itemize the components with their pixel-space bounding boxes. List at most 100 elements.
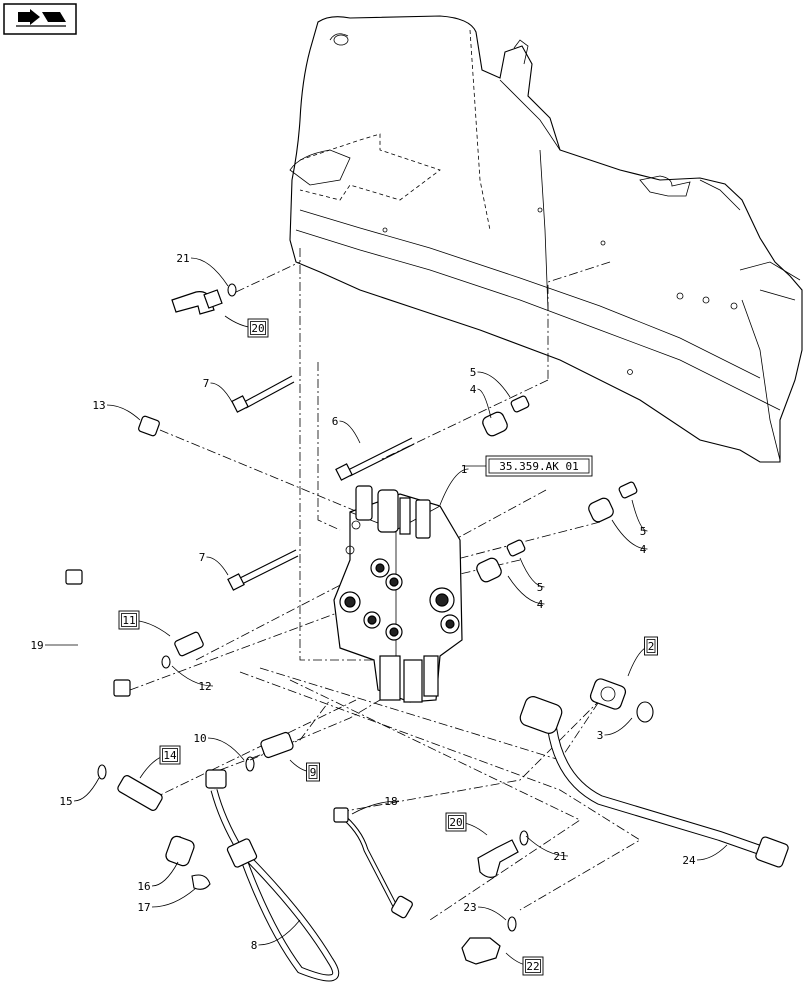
callout-box: [445, 812, 467, 832]
o-ring-23[interactable]: [507, 916, 517, 932]
callout-leader-line: [477, 371, 511, 398]
callout-c5a[interactable]: 5: [470, 366, 511, 398]
callout-c15[interactable]: 15: [59, 777, 100, 808]
callout-number: 1: [461, 463, 468, 476]
callout-number: 13: [92, 399, 105, 412]
control-valve-assembly[interactable]: [333, 485, 463, 703]
callout-box: [247, 318, 269, 338]
callout-c5c[interactable]: 5: [519, 557, 545, 594]
callout-c13[interactable]: 13: [92, 399, 141, 421]
tube-19[interactable]: [65, 569, 131, 697]
tube-18[interactable]: [333, 807, 413, 919]
callout-number: 3: [597, 729, 604, 742]
elbow-fitting-20-upper[interactable]: [171, 289, 223, 315]
callout-c24[interactable]: 24: [682, 844, 728, 867]
callout-box-inner: [121, 613, 137, 627]
callout-c7a[interactable]: 7: [203, 377, 233, 403]
callout-box: [522, 956, 544, 976]
callout-leader-line: [190, 257, 229, 287]
callout-box-inner: [525, 959, 541, 973]
callout-leader-line: [631, 499, 648, 532]
callout-c17[interactable]: 17: [137, 887, 197, 914]
plug-13[interactable]: [138, 415, 160, 437]
callout-number: 5: [537, 581, 544, 594]
callout-leader-line: [207, 737, 245, 761]
o-ring-21-lower[interactable]: [519, 830, 529, 846]
clip-17[interactable]: [191, 874, 211, 890]
callout-number: 2: [648, 640, 655, 653]
callout-leader-line: [477, 388, 492, 419]
fitting-2[interactable]: [589, 677, 627, 710]
callout-number: 22: [526, 960, 539, 973]
callout-c3[interactable]: 3: [597, 717, 633, 742]
callout-leader-line: [439, 468, 469, 506]
callout-c21b[interactable]: 21: [525, 835, 569, 863]
nut-5-right[interactable]: [618, 481, 638, 499]
callout-c18[interactable]: 18: [351, 795, 400, 815]
o-ring-12[interactable]: [161, 655, 171, 669]
callout-c4a[interactable]: 4: [470, 383, 492, 419]
nut-5-lower[interactable]: [506, 539, 526, 557]
callout-number: 9: [310, 766, 317, 779]
callout-c2[interactable]: 2: [627, 636, 658, 677]
bolt-6[interactable]: [335, 437, 415, 481]
o-ring-15[interactable]: [97, 764, 107, 780]
spacer-4-upper[interactable]: [481, 410, 509, 437]
callout-c6[interactable]: 6: [332, 415, 361, 444]
callout-number: 21: [176, 252, 189, 265]
callout-number: 14: [163, 749, 177, 762]
callout-leader-line: [477, 906, 507, 921]
callout-c4b[interactable]: 4: [611, 519, 648, 556]
elbow-fitting-20-lower[interactable]: [477, 839, 519, 878]
callout-c1[interactable]: 1: [439, 463, 469, 506]
nut-5-upper[interactable]: [510, 395, 530, 413]
fitting-14[interactable]: [116, 774, 163, 812]
hose-8[interactable]: [205, 769, 340, 982]
callout-number: 11: [122, 614, 135, 627]
callout-leader-line: [106, 404, 141, 421]
o-ring-10[interactable]: [245, 756, 255, 772]
callout-c4c[interactable]: 4: [507, 575, 545, 611]
callout-number: 5: [640, 525, 647, 538]
callout-leader-line: [151, 861, 179, 887]
book-arrow-icon[interactable]: [3, 3, 77, 35]
fitting-22[interactable]: [461, 937, 501, 965]
callout-c23[interactable]: 23: [463, 901, 507, 921]
callout-leader-line: [611, 519, 648, 550]
callout-leader-line: [171, 665, 214, 687]
callout-c8[interactable]: 8: [251, 919, 301, 952]
o-ring-3[interactable]: [636, 701, 654, 723]
callout-c11[interactable]: 11: [118, 610, 171, 637]
bolt-7-lower[interactable]: [227, 549, 299, 591]
callout-c5b[interactable]: 5: [631, 499, 648, 538]
callout-box-inner: [646, 639, 656, 653]
callout-c19[interactable]: 19: [30, 639, 78, 652]
callout-c16[interactable]: 16: [137, 861, 179, 893]
fitting-9[interactable]: [260, 731, 294, 759]
callout-box: [644, 636, 658, 656]
fitting-11[interactable]: [174, 631, 204, 657]
callout-number: 6: [332, 415, 339, 428]
callout-box-inner: [250, 321, 266, 335]
callout-number: 12: [198, 680, 211, 693]
callout-box-inner: [162, 748, 178, 762]
callout-c12[interactable]: 12: [171, 665, 214, 693]
callout-c7b[interactable]: 7: [199, 551, 229, 576]
spacer-4-right[interactable]: [587, 496, 615, 523]
cap-16[interactable]: [164, 835, 195, 868]
callout-c14[interactable]: 14: [139, 745, 181, 779]
reference-box[interactable]: 35.359.AK 01: [464, 455, 593, 477]
bolt-7-upper[interactable]: [231, 375, 295, 413]
spacer-4-lower[interactable]: [475, 556, 503, 583]
callout-c10[interactable]: 10: [193, 732, 245, 761]
hose-24[interactable]: [518, 694, 789, 868]
callout-c20a[interactable]: 20: [224, 315, 269, 338]
callout-c9[interactable]: 9: [289, 759, 320, 782]
callout-c20b[interactable]: 20: [445, 812, 488, 836]
callout-number: 20: [449, 816, 462, 829]
callout-leader-line: [258, 919, 301, 946]
o-ring-21-upper[interactable]: [227, 283, 237, 297]
callout-c21a[interactable]: 21: [176, 252, 229, 287]
callout-c22[interactable]: 22: [505, 952, 544, 976]
